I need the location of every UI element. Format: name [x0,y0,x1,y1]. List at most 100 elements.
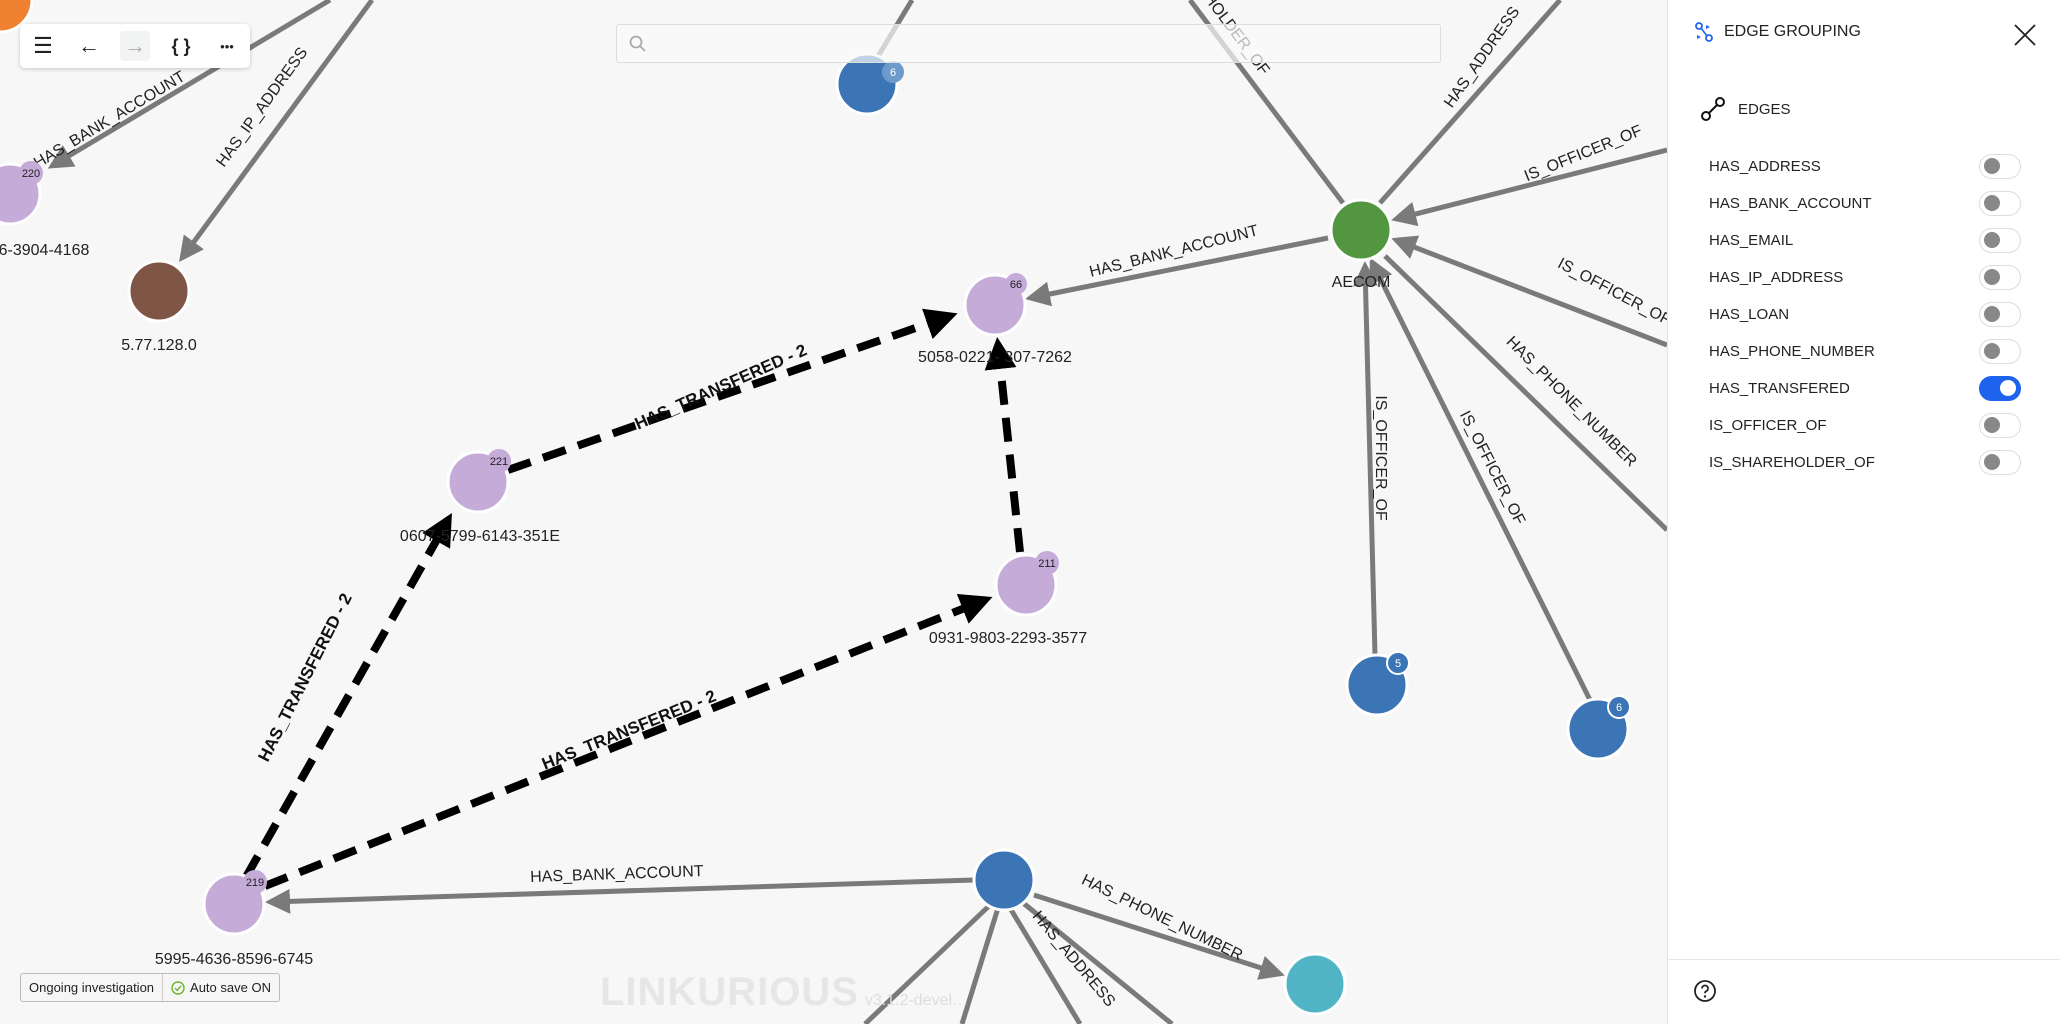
group-toggle[interactable] [1979,449,2021,475]
search-input[interactable] [657,25,1431,64]
group-toggle[interactable] [1979,264,2021,290]
search-icon [629,35,646,52]
edge-type-row: IS_OFFICER_OF [1709,411,2021,439]
node-badge: 5 [1395,658,1401,670]
group-toggle[interactable] [1979,227,2021,253]
edge-bottom-address[interactable] [1020,900,1174,1024]
edge-label: IS_OFFICER_OF [1456,408,1528,528]
edge-address[interactable] [1378,0,1562,205]
edge-bottom-bank[interactable] [265,877,975,914]
node-badge: 219 [246,877,264,889]
edge-officer3[interactable] [1369,257,1593,702]
menu-icon[interactable]: ☰ [33,33,53,58]
graph-toolbar: ☰ ← → { } ••• [20,24,250,68]
edge-officer2[interactable] [1391,235,1667,348]
edge-bottom-2[interactable] [959,907,1001,1024]
watermark-logo: LINKURIOUS v3.1.2-devel… [600,970,968,1014]
divider [1668,959,2060,960]
section-title: EDGES [1738,100,1791,118]
node-aecom[interactable] [1329,198,1393,262]
edge-top-bank[interactable] [47,0,332,169]
edge-transfer-lower[interactable] [263,593,993,890]
forward-icon[interactable]: → [120,31,150,61]
node-phone[interactable] [1283,952,1347,1016]
node-label: 6-3904-4168 [0,242,89,259]
edge-bottom-1[interactable] [863,903,992,1024]
edge-type-label: HAS_ADDRESS [1709,157,1821,175]
edge-type-row: HAS_TRANSFERED [1709,374,2021,402]
edge-type-row: HAS_LOAN [1709,300,2021,328]
node-badge: 66 [1010,279,1022,291]
node-badge: 6 [890,67,896,79]
group-toggle[interactable] [1979,301,2021,327]
edge-type-row: HAS_PHONE_NUMBER [1709,337,2021,365]
edge-type-label: IS_SHAREHOLDER_OF [1709,453,1875,471]
group-toggle[interactable] [1979,190,2021,216]
edge-label: HAS_BANK_ACCOUNT [31,68,189,172]
autosave-label: Auto save ON [190,980,271,995]
node-person-bottom[interactable] [972,848,1036,912]
watermark-brand: LINKURIOUS [600,970,859,1014]
edge-type-label: IS_OFFICER_OF [1709,416,1827,434]
search-bar [616,24,1441,64]
group-toggle[interactable] [1979,153,2021,179]
edge-transfer-upper[interactable] [506,308,958,474]
edge-label: HAS_BANK_ACCOUNT [1088,222,1261,280]
edge-type-row: HAS_EMAIL [1709,226,2021,254]
edge-label: HAS_TRANSFERED - 2 [539,686,719,773]
edge-label: HAS_TRANSFERED - 2 [254,590,355,764]
panel-title: EDGE GROUPING [1724,23,1861,40]
edge-type-label: HAS_BANK_ACCOUNT [1709,194,1872,212]
node-label: 0931-9803-2293-3577 [929,630,1087,647]
edge-officer4[interactable] [1353,261,1379,656]
node-ip[interactable] [127,259,191,323]
edge-officer1[interactable] [1391,147,1667,227]
edge-label: IS_OFFICER_OF [1555,255,1667,329]
edge-aecom-bank[interactable] [1025,235,1329,307]
edge-grouping-panel: EDGE GROUPING EDGES HAS_ADDRESS HAS_BANK_… [1667,0,2060,1024]
edge-type-row: IS_SHAREHOLDER_OF [1709,448,2021,476]
node-badge: 211 [1038,558,1056,570]
edge-type-row: HAS_ADDRESS [1709,152,2021,180]
edge-type-label: HAS_PHONE_NUMBER [1709,342,1875,360]
node-label: 5995-4636-8596-6745 [155,951,313,968]
edge-grouping-icon [1695,22,1713,42]
node-label: 0607-5799-6143-351E [400,528,560,545]
node-label: 5058-0221- 307-7262 [918,349,1072,366]
edge-type-label: HAS_IP_ADDRESS [1709,268,1844,286]
status-bar: Ongoing investigation Auto save ON [20,973,280,1002]
graph-canvas[interactable]: HAS_BANK_ACCOUNT HAS_IP_ADDRESS IS_SHARE… [0,0,1667,1024]
edge-label: HAS_PHONE_NUMBER [1503,333,1640,470]
check-circle-icon [171,980,185,995]
back-icon[interactable]: ← [78,33,100,58]
edges-icon [1701,97,1725,121]
edge-type-label: HAS_LOAN [1709,305,1790,323]
edge-label: HAS_TRANSFERED - 2 [632,340,810,433]
close-icon[interactable] [2012,22,2038,48]
node-orange[interactable] [0,0,34,34]
group-toggle[interactable] [1979,412,2021,438]
node-label: 5.77.128.0 [121,337,197,354]
edge-label: IS_OFFICER_OF [1372,395,1389,521]
help-icon[interactable] [1693,979,1717,1003]
more-icon[interactable]: ••• [220,38,234,54]
node-badge: 221 [490,456,508,468]
edge-transfer-left[interactable] [242,513,452,879]
edge-bottom-3[interactable] [1007,906,1083,1024]
edge-top-ip[interactable] [179,0,375,263]
group-toggle[interactable] [1979,338,2021,364]
edge-bottom-phone[interactable] [1033,892,1285,980]
node-badge: 220 [22,168,40,180]
node-label: AECOM [1332,274,1391,291]
edge-phone1[interactable] [1383,254,1667,532]
investigation-status[interactable]: Ongoing investigation [29,980,155,995]
version-label: v3.1.2-devel… [864,992,969,1009]
edge-type-row: HAS_BANK_ACCOUNT [1709,189,2021,217]
edge-transfer-right[interactable] [984,337,1024,553]
autosave-status[interactable]: Auto save ON [162,974,279,1001]
edge-type-label: HAS_EMAIL [1709,231,1794,249]
node-badge: 6 [1616,702,1622,714]
brackets-button[interactable]: { } [171,35,191,56]
edge-label: HAS_BANK_ACCOUNT [530,863,704,886]
group-toggle[interactable] [1979,375,2021,401]
